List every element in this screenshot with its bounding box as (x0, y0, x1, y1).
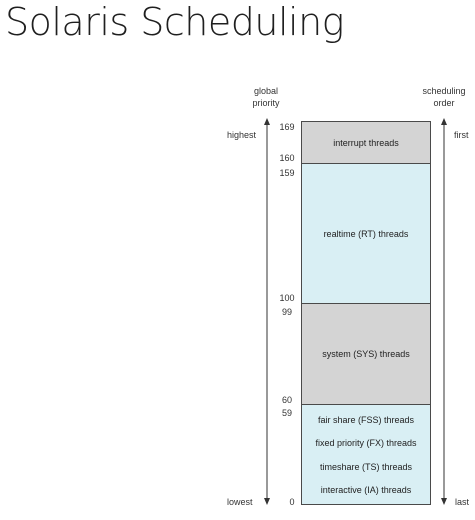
interrupt-threads-block: interrupt threads (301, 121, 431, 164)
global-priority-header-line2: priority (252, 98, 280, 108)
priority-160: 160 (279, 153, 295, 163)
ia-threads-label: interactive (IA) threads (320, 485, 412, 496)
ts-threads-label: timeshare (TS) threads (319, 461, 413, 472)
priority-59: 59 (281, 408, 292, 418)
system-threads-label: system (SYS) threads (322, 349, 410, 359)
lowest-label: lowest (227, 497, 253, 507)
scheduling-order-header: scheduling order (414, 85, 474, 109)
priority-159: 159 (279, 168, 295, 178)
system-threads-block: system (SYS) threads (301, 303, 431, 405)
timeshare-threads-block: fair share (FSS) threads fixed priority … (301, 404, 431, 505)
scheduling-order-header-line1: scheduling (422, 86, 466, 96)
priority-0: 0 (289, 497, 295, 507)
highest-label: highest (227, 130, 257, 140)
fx-threads-label: fixed priority (FX) threads (315, 438, 417, 449)
priority-100: 100 (279, 293, 295, 303)
page-title: Solaris Scheduling (5, 0, 344, 44)
last-label: last (455, 497, 470, 507)
realtime-threads-block: realtime (RT) threads (301, 163, 431, 304)
first-label: first (454, 130, 469, 140)
global-priority-header: global priority (244, 85, 288, 109)
interrupt-threads-label: interrupt threads (333, 137, 399, 148)
fss-threads-label: fair share (FSS) threads (317, 414, 415, 425)
scheduling-order-header-line2: order (433, 98, 455, 108)
priority-169: 169 (279, 122, 295, 132)
realtime-threads-label: realtime (RT) threads (323, 228, 409, 239)
priority-99: 99 (281, 307, 292, 317)
priority-60: 60 (281, 395, 292, 405)
global-priority-header-line1: global (253, 86, 279, 96)
